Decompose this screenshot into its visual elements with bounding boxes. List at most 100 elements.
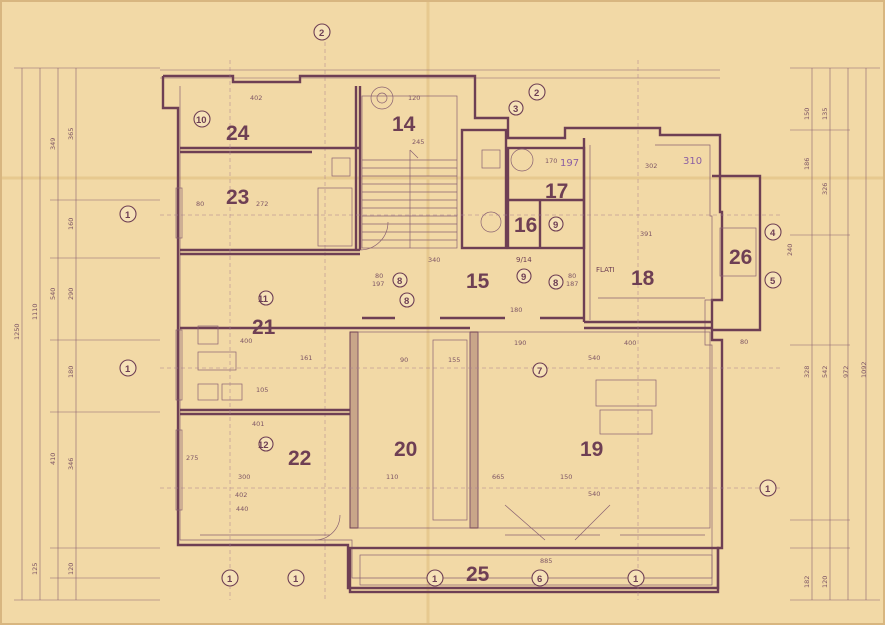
dim-180: 180 (510, 306, 522, 314)
dim-left-f: 160 (67, 218, 75, 230)
room-23-label: 23 (226, 186, 249, 209)
room-21-label: 21 (252, 316, 276, 339)
dim-245: 245 (412, 138, 424, 146)
dim-left-sub: 1110 (31, 303, 39, 320)
room-14-label: 14 (392, 113, 416, 136)
axis-bubble-bottom-1b: 1 (293, 574, 299, 585)
dim-150: 150 (560, 473, 572, 481)
dim-155: 155 (448, 356, 460, 364)
dim-885: 885 (540, 557, 552, 565)
room-25-label: 25 (466, 563, 490, 586)
axis-bubble-bottom-1a: 1 (227, 574, 233, 585)
dim-left-h: 346 (67, 458, 75, 470)
dim-391: 391 (640, 230, 652, 238)
dim-left-a: 365 (67, 128, 75, 140)
room-17-label: 17 (545, 180, 568, 203)
plant-symbol (370, 86, 394, 110)
dim-540-bottom: 540 (588, 490, 600, 498)
room-20-label: 20 (394, 438, 417, 461)
room-16-label: 16 (514, 214, 537, 237)
dim-187: 187 (566, 280, 578, 288)
dim-left-j: 120 (67, 563, 75, 575)
dim-540-top: 540 (588, 354, 600, 362)
sub-8b: 8 (404, 296, 409, 307)
axis-bubble-top-2b: 2 (534, 88, 539, 99)
sub-8c: 8 (553, 278, 558, 289)
staircase-outline (361, 95, 458, 249)
sub-10: 10 (196, 115, 207, 126)
sub-9b: 9 (553, 220, 558, 231)
axis-bubble-3: 3 (513, 104, 518, 115)
toilet-fixture (480, 211, 502, 233)
room-24-label: 24 (226, 122, 250, 145)
dim-400-21: 400 (240, 337, 252, 345)
dim-right-g: 542 (821, 366, 829, 378)
building-walls (161, 74, 762, 594)
dim-right-c: 186 (803, 158, 811, 170)
dim-left-g: 410 (49, 453, 57, 465)
dim-190: 190 (514, 339, 526, 347)
axis-bubble-top-2: 2 (319, 28, 324, 39)
dim-120-top: 120 (408, 94, 420, 102)
dim-402-top: 402 (250, 94, 262, 102)
axis-bubble-right-4: 4 (770, 228, 776, 239)
dim-161: 161 (300, 354, 312, 362)
room-22-label: 22 (288, 447, 311, 470)
interior-partitions (160, 60, 780, 600)
dim-665: 665 (492, 473, 504, 481)
sub-7: 7 (537, 366, 542, 377)
dim-440: 440 (236, 505, 248, 513)
dim-272: 272 (256, 200, 268, 208)
dim-right-j: 182 (803, 576, 811, 588)
handwritten-197: 197 (560, 158, 579, 169)
room-15-label: 15 (466, 270, 490, 293)
dim-right-i: 1092 (860, 361, 868, 378)
axis-bubble-left-1a: 1 (125, 210, 131, 221)
dim-left-total: 1250 (13, 323, 21, 340)
dim-105: 105 (256, 386, 268, 394)
room-18-label: 18 (631, 267, 655, 290)
dim-401: 401 (252, 420, 264, 428)
dim-275: 275 (186, 454, 198, 462)
dim-80-b: 80 (375, 272, 383, 280)
room-26-label: 26 (729, 246, 752, 269)
dim-left-d: 290 (67, 288, 75, 300)
dim-left-c: 540 (49, 288, 57, 300)
dim-80-c: 80 (568, 272, 576, 280)
dim-right-a: 150 (803, 108, 811, 120)
dim-right-d: 326 (821, 183, 829, 195)
dim-402-bottom: 402 (235, 491, 247, 499)
sink-fixture (510, 148, 534, 172)
dim-right-h: 972 (842, 366, 850, 378)
dim-400-19: 400 (624, 339, 636, 347)
note-flati: FLATI (596, 266, 615, 274)
room-labels: 24 14 23 17 16 15 18 26 21 22 20 19 25 (226, 113, 752, 586)
dim-170: 170 (545, 157, 557, 165)
dim-302: 302 (645, 162, 657, 170)
sub-8a: 8 (397, 276, 402, 287)
dim-right-f: 328 (803, 366, 811, 378)
axis-bubble-right-1: 1 (765, 484, 771, 495)
dim-left-b: 349 (49, 138, 57, 150)
dim-80-a: 80 (196, 200, 204, 208)
sub-12: 12 (258, 440, 269, 451)
axis-bubble-bottom-1d: 1 (633, 574, 639, 585)
sub-9a: 9 (521, 272, 526, 283)
dim-left-i: 125 (31, 563, 39, 575)
axis-bubble-bottom-6: 6 (537, 574, 542, 585)
left-dimension-chains: 1250 1110 540 349 365 160 290 180 410 34… (13, 67, 160, 601)
dim-197: 197 (372, 280, 384, 288)
top-dimensions (160, 42, 720, 600)
sub-11: 11 (258, 294, 269, 305)
axis-bubble-left-1b: 1 (125, 364, 131, 375)
dim-left-e: 180 (67, 366, 75, 378)
sub-number-circles: 10 9 9 11 12 8 8 8 7 (193, 110, 564, 452)
dim-right-b: 135 (821, 108, 829, 120)
axis-bubbles: 2 2 3 1 1 1 1 1 6 1 4 5 1 (119, 23, 782, 587)
dim-300: 300 (238, 473, 250, 481)
dim-90: 90 (400, 356, 408, 364)
note-9-14: 9/14 (516, 256, 532, 264)
axis-bubble-bottom-1c: 1 (432, 574, 438, 585)
